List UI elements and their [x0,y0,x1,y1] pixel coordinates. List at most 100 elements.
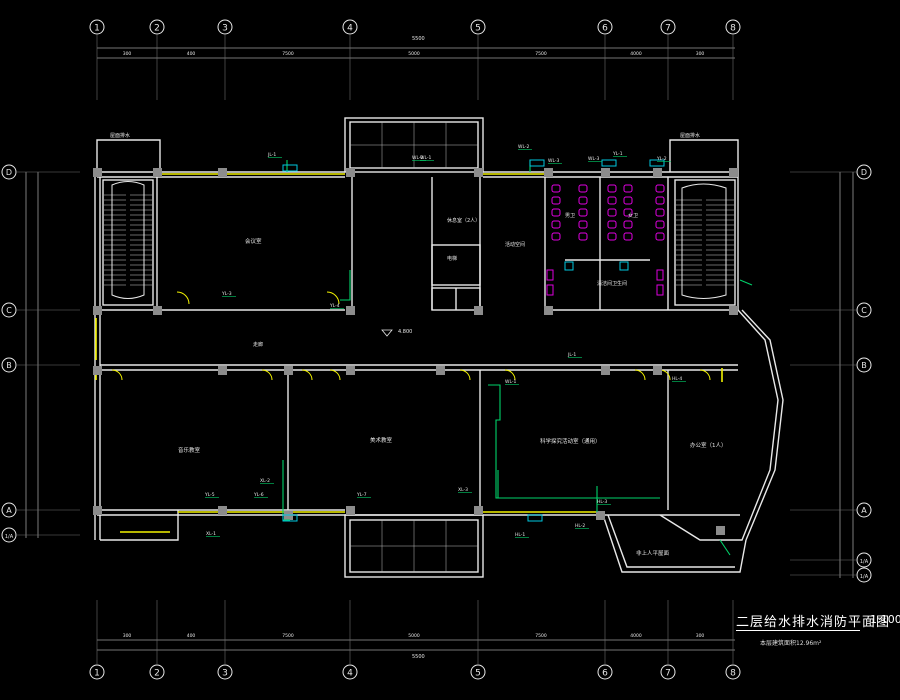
urinal [546,269,554,281]
axis-label: 8 [730,669,736,679]
dim-segment-top: 4000 [630,51,642,57]
pipe-tag: JL-1 [267,152,276,158]
axis-label: 2 [154,669,160,679]
dim-segment-top: 300 [696,51,705,57]
door-swing [326,291,340,305]
toilet-fixture [578,184,588,193]
column [346,168,355,177]
axis-bubble [597,19,613,35]
room-label-toilet-m: 男卫 [565,213,575,219]
dim-segment-bottom: 4000 [630,633,642,639]
axis-label: 7 [665,669,671,679]
toilet-fixture [551,196,561,205]
axis-bubble [1,302,17,318]
toilet-fixture [578,220,588,229]
toilet-fixture [607,196,617,205]
pipe-tag: YL-5 [204,492,215,498]
axis-label: 1 [94,24,100,34]
room-label-toilet-f: 女卫 [628,212,638,219]
axis-bubble [856,567,872,583]
pipe-tag: WL-3 [588,156,600,162]
pipe-tag: YL-1 [612,151,623,157]
axis-bubble [1,357,17,373]
level-mark: 4.800 [398,329,412,335]
door-swing [329,369,341,381]
drawing-scale: 1:100 [870,613,900,626]
door-swing [699,369,711,381]
fire-hydrant-boxes [282,159,665,522]
toilet-fixture [551,232,561,241]
room-label-cleaning: 清洁间卫生间 [597,280,627,287]
column [596,511,605,520]
toilet-fixture [655,208,665,217]
pipe-tag: WL-1 [420,155,432,161]
axis-bubble [660,664,676,680]
pipe-tag: XL-2 [260,478,270,484]
dim-segment-bottom: 7500 [535,633,547,639]
pipe-tag: HL-2 [575,523,585,529]
axis-bubble [597,664,613,680]
axis-bubble [1,527,17,543]
axis-bubble [149,664,165,680]
axis-bubble [149,19,165,35]
column [153,306,162,315]
axis-label: B [861,361,867,370]
door-swing [459,369,471,381]
toilet-fixture [551,208,561,217]
column [474,506,483,515]
down-arrow-icon [381,329,393,337]
axis-label: 2 [154,24,160,34]
door-swing [634,369,646,381]
dim-segment-top: 5000 [408,51,420,57]
column [601,366,610,375]
toilet-fixture [551,184,561,193]
pipe-tag: JL-1 [567,352,576,358]
toilet-fixture [623,232,633,241]
toilet-fixture [607,208,617,217]
column [93,366,102,375]
room-label-activity: 活动空间 [505,241,525,248]
axis-label: 4 [347,24,353,34]
axis-bubble [856,357,872,373]
toilet-fixture [607,184,617,193]
column [93,168,102,177]
dim-total-bottom: 5500 [412,654,425,660]
dim-segment-bottom: 7500 [282,633,294,639]
axis-label: C [861,306,867,315]
axis-label: B [6,361,12,370]
toilet-fixture [623,208,633,217]
pipe-tag: HL-1 [515,532,525,538]
pipe-tag: YL-6 [253,492,264,498]
dim-segment-top: 7500 [282,51,294,57]
door-swing [111,369,123,381]
axis-bubble [217,19,233,35]
toilet-fixture [655,220,665,229]
column [601,168,610,177]
stair-landings [111,181,727,299]
column [716,526,725,535]
toilet-fixture [655,196,665,205]
axis-bubble [470,19,486,35]
toilet-fixture [623,184,633,193]
room-label-office: 办公室（1人） [690,441,727,449]
door-swing [261,369,273,381]
room-label-roof-drain-right: 屋面排水 [680,132,700,139]
pipe-tag: WL-2 [412,155,424,161]
axis-label: 1 [94,669,100,679]
exterior-walls [94,117,784,578]
axis-label: 4 [347,669,353,679]
toilet-fixture [655,184,665,193]
axis-label: 6 [602,669,608,679]
axis-label: D [6,168,12,177]
toilet-fixture [623,220,633,229]
axis-bubble [725,664,741,680]
axis-label: A [861,506,867,515]
column [653,168,662,177]
toilet-fixture [607,232,617,241]
column [93,306,102,315]
corridor-label: 走廊 [253,341,263,348]
